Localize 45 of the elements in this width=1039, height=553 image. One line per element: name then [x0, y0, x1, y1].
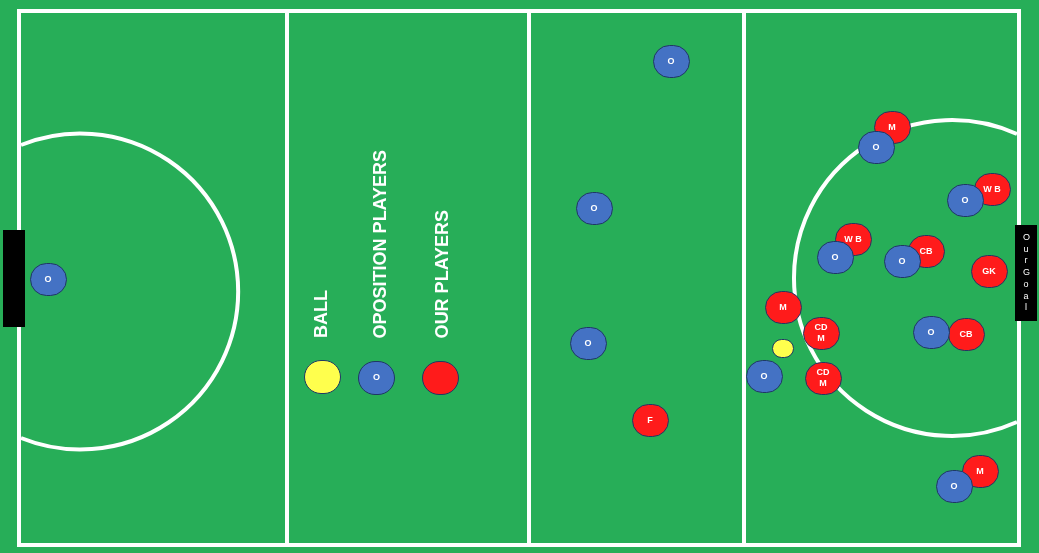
player-token: [29, 262, 67, 296]
player-label: O: [871, 141, 881, 153]
legend-label: OUR PLAYERS: [431, 209, 453, 338]
player-token: [631, 403, 669, 437]
player-label: GK: [981, 265, 997, 277]
goal-box: [1015, 225, 1037, 321]
player-label: O: [43, 273, 53, 285]
player-label: O: [589, 202, 599, 214]
player-label: CD M: [813, 322, 829, 344]
player-token: [802, 316, 840, 350]
player-token: [745, 359, 783, 393]
player-label: O: [949, 480, 959, 492]
player-token: [883, 244, 921, 278]
player-token: [575, 191, 613, 225]
player-label: CB: [918, 245, 934, 257]
player-label: CB: [958, 328, 974, 340]
player-label: W B: [843, 233, 863, 245]
player-label: O: [583, 337, 593, 349]
player-token: [970, 254, 1008, 288]
player-label: CD M: [815, 367, 831, 389]
player-token: [804, 361, 842, 395]
player-token: [764, 290, 802, 324]
player-token: [946, 183, 984, 217]
player-label: O: [960, 194, 970, 206]
player-label: O: [830, 251, 840, 263]
player-label: O: [666, 55, 676, 67]
player-token: [947, 317, 985, 351]
player-label: F: [646, 414, 654, 426]
player-token: [816, 240, 854, 274]
legend-label: BALL: [310, 290, 332, 338]
player-label: M: [778, 301, 788, 313]
player-label: O: [759, 370, 769, 382]
player-token: [569, 326, 607, 360]
player-label: W B: [982, 183, 1002, 195]
legend-label: OPOSITION PLAYERS: [369, 149, 391, 338]
goal-label: Our Goal: [1023, 232, 1029, 314]
player-token: [935, 469, 973, 503]
player-token: [857, 130, 895, 164]
player-token: [912, 315, 950, 349]
player-label: M: [975, 465, 985, 477]
player-label: O: [897, 255, 907, 267]
swatch-label: O: [373, 371, 380, 385]
player-token: [652, 44, 690, 78]
player-label: M: [887, 121, 897, 133]
player-label: O: [926, 326, 936, 338]
